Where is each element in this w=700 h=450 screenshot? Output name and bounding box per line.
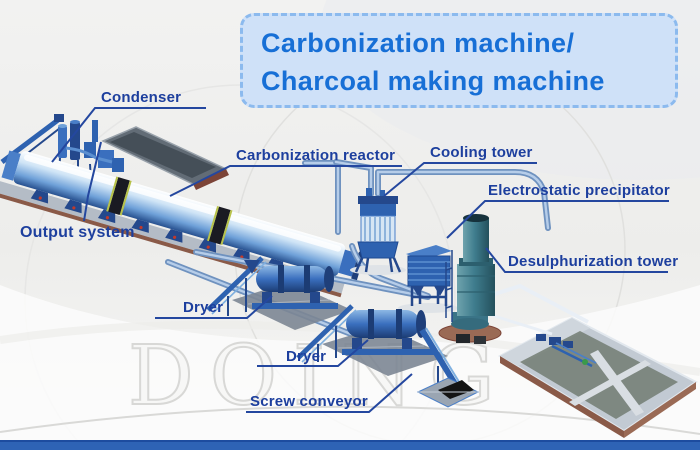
- cooling-platform-panel: [101, 126, 229, 190]
- label-leader-lines: [51, 107, 669, 413]
- title-box: Carbonization machine/ Charcoal making m…: [240, 13, 678, 108]
- carbonization-reactor-leader: [169, 165, 402, 197]
- screw-conveyor-leader: [246, 373, 413, 413]
- label-dryer-bottom: Dryer: [286, 348, 327, 365]
- cooling-tower-leader: [383, 162, 537, 197]
- title-line-1: Carbonization machine/: [261, 28, 575, 58]
- screw-conveyor-unit: [416, 327, 480, 408]
- desulphurization-tower-leader: [485, 247, 668, 273]
- title-line-2: Charcoal making machine: [261, 66, 605, 96]
- label-carbonization-reactor: Carbonization reactor: [236, 147, 396, 164]
- bottom-accent-bar: [0, 440, 700, 450]
- output-system-leader: [83, 141, 102, 222]
- electrostatic-precipitator-unit: [398, 245, 458, 313]
- desulphurization-tower-unit: [438, 214, 502, 344]
- cooling-tower-unit: [350, 188, 406, 275]
- label-cooling-tower: Cooling tower: [430, 144, 533, 161]
- dryer-unit-2: [296, 304, 448, 376]
- dryer-bottom-leader: [257, 339, 369, 367]
- label-condenser: Condenser: [101, 89, 182, 106]
- label-output-system: Output system: [20, 224, 135, 241]
- label-screw-conveyor: Screw conveyor: [250, 393, 368, 410]
- label-desulphurization-tower: Desulphurization tower: [508, 253, 679, 270]
- condenser-leader: [51, 107, 206, 163]
- electrostatic-precipitator-leader: [446, 200, 669, 239]
- water-pool-platform: [469, 283, 698, 438]
- pool-pumps: [536, 334, 597, 368]
- dryer-top-leader: [155, 295, 273, 319]
- label-dryer-top: Dryer: [183, 299, 224, 316]
- label-electrostatic-precipitator: Electrostatic precipitator: [488, 182, 670, 199]
- dryer-unit-1: [206, 256, 352, 330]
